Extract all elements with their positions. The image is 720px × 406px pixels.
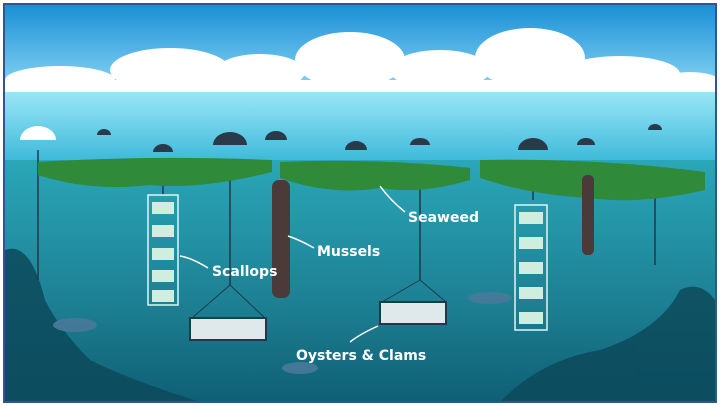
scallop-lanterns [147,194,548,331]
buoys [20,124,662,152]
label-mussels: Mussels [287,235,380,260]
label-seaweed: Seaweed [379,185,479,226]
sea-surface [5,92,715,162]
frame-border [3,3,717,403]
label-scallops: Scallops [179,255,277,280]
clouds [5,28,720,95]
sea-floor [5,248,715,402]
svg-text:Mussels: Mussels [317,244,380,260]
svg-text:Oysters & Clams: Oysters & Clams [296,348,426,364]
label-oysters-clams: Oysters & Clams [296,325,426,364]
svg-text:Seaweed: Seaweed [408,210,479,226]
oyster-cages [189,279,447,341]
mussel-ropes [272,175,594,298]
svg-text:Scallops: Scallops [212,264,277,280]
